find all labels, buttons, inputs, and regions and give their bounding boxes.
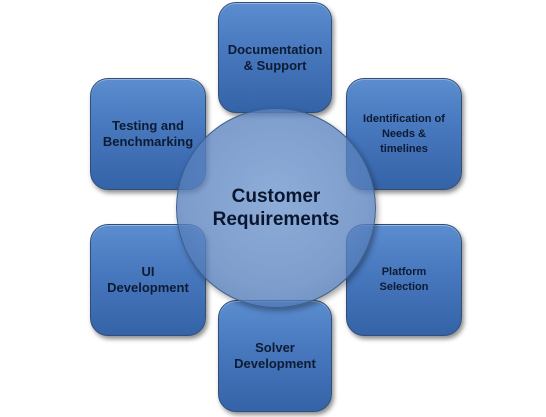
node-testing-label: Testing and Benchmarking [102,118,194,149]
node-ui-label: UI Development [107,264,189,295]
node-platform-label: Platform Selection [379,266,429,293]
node-ui-development: UI Development [90,224,206,336]
center-label: Customer Requirements [212,186,340,230]
node-documentation-support: Documentation & Support [218,2,332,113]
center-customer-requirements: Customer Requirements [176,108,376,308]
node-documentation-label: Documentation & Support [227,41,323,73]
node-identification-label: Identification of Needs & timelines [363,112,445,155]
node-solver-development: Solver Development [218,300,332,412]
node-solver-label: Solver Development [234,340,316,371]
